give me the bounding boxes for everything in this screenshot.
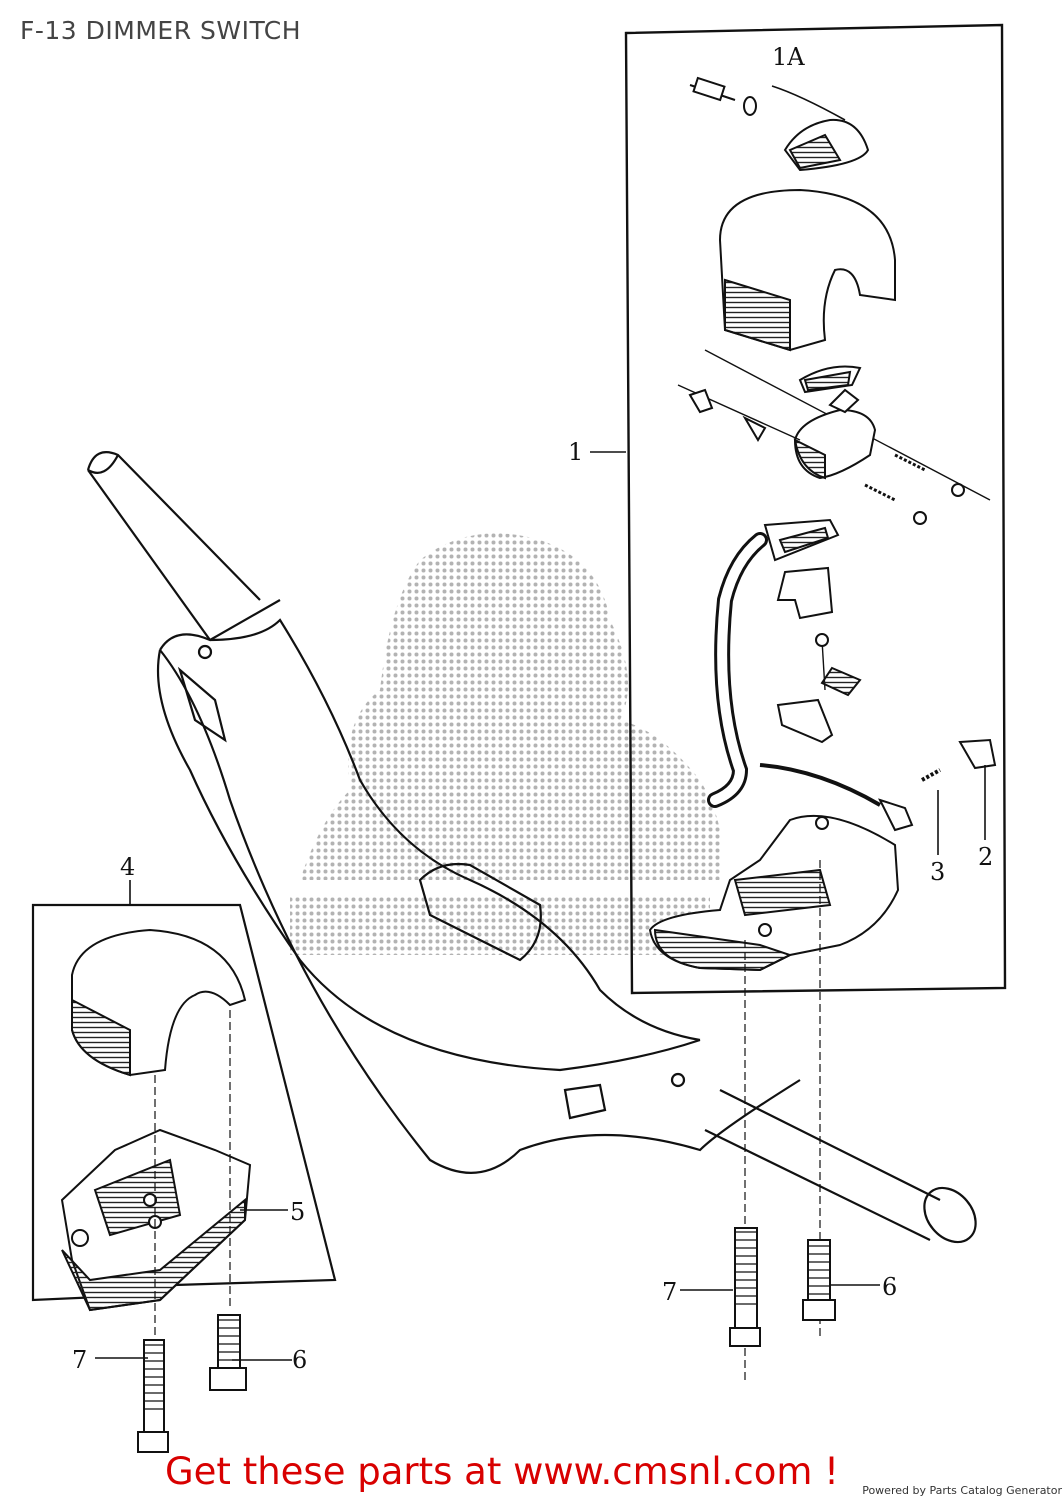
handlebar xyxy=(86,451,977,1244)
page-title: F-13 DIMMER SWITCH xyxy=(20,16,302,45)
generator-credit: Powered by Parts Catalog Generator xyxy=(862,1484,1062,1497)
clamp-parts xyxy=(60,928,252,1453)
callout-5: 5 xyxy=(290,1198,305,1226)
callout-4: 4 xyxy=(120,853,135,881)
watermark-logo xyxy=(290,533,723,955)
callout-6-right: 6 xyxy=(882,1273,897,1301)
callout-7-left: 7 xyxy=(72,1346,87,1374)
callout-6-left: 6 xyxy=(292,1346,307,1374)
assembly-box-1 xyxy=(624,23,1007,995)
callout-2: 2 xyxy=(978,843,993,871)
callout-3: 3 xyxy=(930,858,945,886)
callout-leaders xyxy=(95,451,986,1361)
callout-7-right: 7 xyxy=(662,1278,677,1306)
cmsnl-link[interactable]: Get these parts at www.cmsnl.com ! xyxy=(165,1450,840,1493)
switch-parts xyxy=(648,76,997,1380)
callout-1: 1 xyxy=(568,438,583,466)
callout-1a: 1A xyxy=(772,43,805,71)
